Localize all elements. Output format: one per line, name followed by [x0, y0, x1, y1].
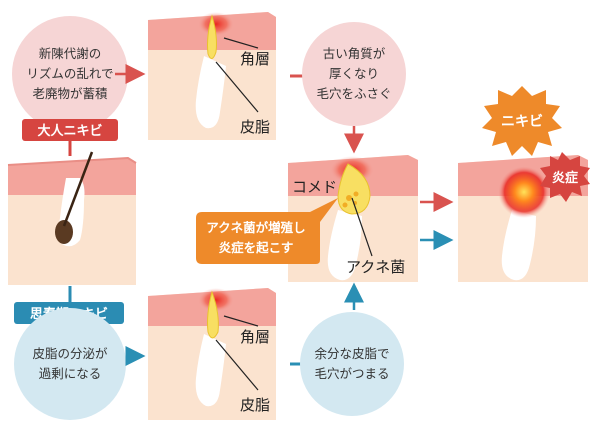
hair-bulb [55, 220, 73, 244]
svg-text:毛穴がつまる: 毛穴がつまる [314, 366, 389, 381]
label-horny-layer-bottom: 角層 [240, 328, 270, 346]
skin-panel-bottom: 角層 皮脂 [148, 288, 276, 420]
label-comedo: コメド [292, 178, 337, 196]
follicle-right [501, 210, 536, 281]
skin-panel-top: 角層 皮脂 [148, 12, 276, 140]
label-acne-bacteria: アクネ菌 [346, 258, 405, 276]
label-sebum-bottom: 皮脂 [240, 396, 270, 414]
svg-text:厚くなり: 厚くなり [329, 66, 379, 81]
label-sebum-top: 皮脂 [240, 118, 270, 136]
sebum-plug-bottom [207, 290, 219, 339]
svg-text:アクネ菌が増殖し: アクネ菌が増殖し [206, 220, 305, 235]
skin-panel-normal [7, 151, 137, 285]
excess-sebum-bubble: 余分な皮脂で 毛穴がつまる [300, 312, 404, 416]
inflammation-glow [498, 166, 550, 218]
svg-text:過剰になる: 過剰になる [39, 366, 102, 381]
svg-text:リズムの乱れで: リズムの乱れで [26, 66, 113, 81]
adult-acne-tag: 大人ニキビ [22, 119, 118, 141]
follicle-center [327, 210, 362, 281]
adult-cause-bubble: 新陳代謝の リズムの乱れで 老廃物が蓄積 [12, 16, 128, 132]
svg-text:皮脂の分泌が: 皮脂の分泌が [32, 346, 108, 361]
svg-text:ニキビ: ニキビ [501, 114, 543, 130]
pimple-burst-badge: ニキビ [482, 86, 562, 156]
svg-text:新陳代謝の: 新陳代謝の [39, 46, 102, 61]
skin-panel-comedo: コメド アクネ菌 [288, 155, 418, 282]
label-horny-layer-top: 角層 [240, 50, 270, 68]
clogged-keratin-bubble: 古い角質が 厚くなり 毛穴をふさぐ [302, 22, 406, 126]
svg-text:炎症: 炎症 [552, 170, 578, 186]
svg-text:毛穴をふさぐ: 毛穴をふさぐ [316, 86, 391, 101]
follicle-bottom [195, 334, 226, 407]
svg-text:炎症を起こす: 炎症を起こす [219, 240, 294, 255]
svg-text:余分な皮脂で: 余分な皮脂で [314, 346, 389, 361]
svg-text:老廃物が蓄積: 老廃物が蓄積 [32, 86, 108, 101]
sebum-plug-top [207, 14, 217, 59]
svg-text:大人ニキビ: 大人ニキビ [37, 123, 102, 139]
comedo-plug [337, 163, 371, 215]
teen-cause-bubble: 皮脂の分泌が 過剰になる [14, 308, 126, 420]
svg-text:古い角質が: 古い角質が [323, 46, 386, 61]
hair-shaft [62, 151, 94, 227]
acne-bacteria-dots [342, 191, 359, 208]
follicle-top [195, 56, 226, 129]
acne-bacteria-callout: アクネ菌が増殖し 炎症を起こす [196, 198, 338, 264]
inflammation-burst-badge: 炎症 [540, 152, 590, 202]
